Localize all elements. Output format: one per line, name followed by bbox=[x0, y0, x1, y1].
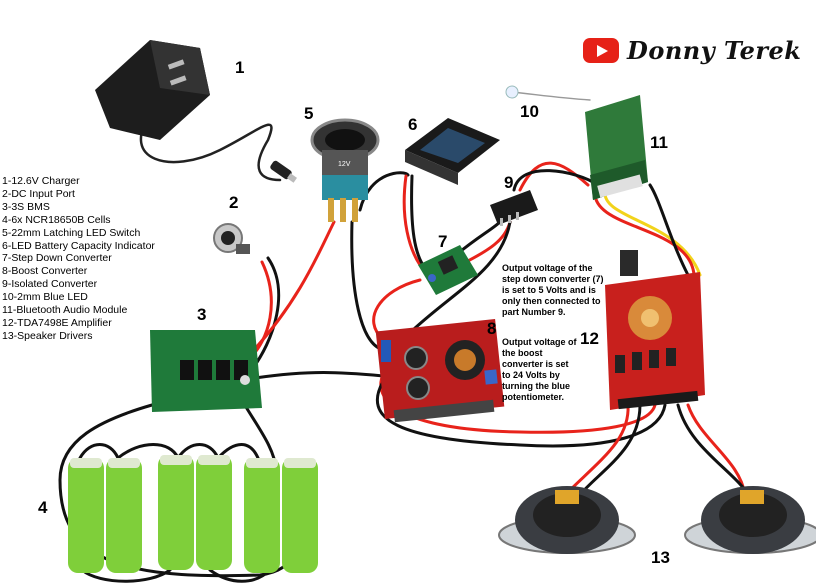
blue-led bbox=[505, 85, 519, 99]
part-number-12: 12 bbox=[580, 329, 599, 348]
bt-to-amp-yellow bbox=[603, 188, 702, 277]
legend-item: 1-12.6V Charger bbox=[2, 175, 80, 187]
cell-6 bbox=[282, 458, 318, 573]
legend-item: 12-TDA7498E Amplifier bbox=[2, 316, 112, 329]
switch-label: 12V bbox=[338, 161, 351, 168]
cell-5 bbox=[244, 458, 280, 573]
boost-converter bbox=[375, 318, 505, 423]
legend-item: 8-Boost Converter bbox=[2, 265, 88, 278]
legend-item: 6-LED Battery Capacity Indicator bbox=[2, 239, 155, 252]
indicator-to-stepdown-red bbox=[402, 174, 422, 267]
bluetooth-module bbox=[585, 95, 648, 200]
speaker-left bbox=[498, 486, 636, 554]
isolated-converter bbox=[490, 190, 538, 226]
legend-item: 7-Step Down Converter bbox=[2, 252, 112, 265]
step-down-converter bbox=[418, 245, 478, 295]
bt-to-amp-red bbox=[593, 188, 696, 277]
latching-switch: 12V bbox=[310, 118, 380, 222]
switch-to-boost-red bbox=[350, 220, 386, 352]
battery-link-5 bbox=[80, 568, 172, 583]
parts-legend: 1-12.6V Charger 2-DC Input Port 3-3S BMS… bbox=[2, 175, 155, 343]
part-number-4: 4 bbox=[38, 498, 48, 517]
battery-link-6 bbox=[208, 568, 272, 583]
amp-to-spk1-red bbox=[563, 403, 630, 497]
legend-item: 3-3S BMS bbox=[2, 200, 50, 213]
part-number-6: 6 bbox=[408, 115, 418, 134]
part-number-1: 1 bbox=[235, 58, 245, 77]
part-number-8: 8 bbox=[487, 319, 497, 338]
part-number-2: 2 bbox=[229, 193, 239, 212]
battery-link-3 bbox=[176, 443, 220, 460]
part-number-13: 13 bbox=[651, 548, 670, 567]
part-number-7: 7 bbox=[438, 232, 448, 251]
brand-name: Donny Terek bbox=[627, 35, 802, 65]
part-number-5: 5 bbox=[304, 104, 314, 123]
amplifier bbox=[605, 250, 705, 410]
bms-to-dc-black bbox=[248, 256, 281, 374]
brand-logo: Donny Terek bbox=[583, 35, 801, 65]
part-number-11: 11 bbox=[650, 133, 668, 152]
speaker-right bbox=[684, 486, 816, 554]
legend-item: 4-6x NCR18650B Cells bbox=[2, 213, 111, 226]
youtube-icon bbox=[583, 37, 619, 63]
amp-to-spk2-black bbox=[676, 403, 754, 502]
boost-to-amp-black bbox=[375, 378, 667, 448]
led-wire bbox=[511, 91, 591, 101]
battery-link-2 bbox=[116, 443, 180, 460]
iso-to-bt-black bbox=[512, 169, 600, 192]
cell-2 bbox=[106, 458, 142, 573]
step-down-note: Output voltage of the step down converte… bbox=[502, 263, 604, 317]
charger-cable bbox=[139, 113, 282, 182]
legend-item: 5-22mm Latching LED Switch bbox=[2, 226, 141, 239]
legend-item: 2-DC Input Port bbox=[2, 187, 75, 200]
bms-to-switch bbox=[250, 220, 336, 354]
bms-board bbox=[150, 330, 262, 412]
part-number-9: 9 bbox=[504, 173, 514, 192]
cell-4 bbox=[196, 455, 232, 570]
battery-cells bbox=[68, 455, 318, 573]
battery-link-4 bbox=[216, 443, 260, 460]
dc-input-port bbox=[213, 223, 250, 254]
bt-to-amp-black bbox=[648, 183, 690, 277]
cell-1 bbox=[68, 458, 104, 573]
battery-indicator bbox=[405, 118, 500, 185]
cell-3 bbox=[158, 455, 194, 570]
boost-note: Output voltage of the boost converter is… bbox=[502, 337, 577, 402]
battery-link-1 bbox=[78, 443, 120, 460]
part-number-3: 3 bbox=[197, 305, 207, 324]
bms-to-boost bbox=[253, 371, 386, 380]
legend-item: 11-Bluetooth Audio Module bbox=[2, 304, 128, 317]
stepdown-to-iso-black bbox=[454, 218, 504, 257]
legend-item: 13-Speaker Drivers bbox=[2, 329, 93, 342]
charger bbox=[95, 40, 297, 183]
legend-item: 10-2mm Blue LED bbox=[2, 291, 88, 304]
legend-item: 9-Isolated Converter bbox=[2, 278, 98, 291]
part-number-10: 10 bbox=[520, 102, 539, 121]
